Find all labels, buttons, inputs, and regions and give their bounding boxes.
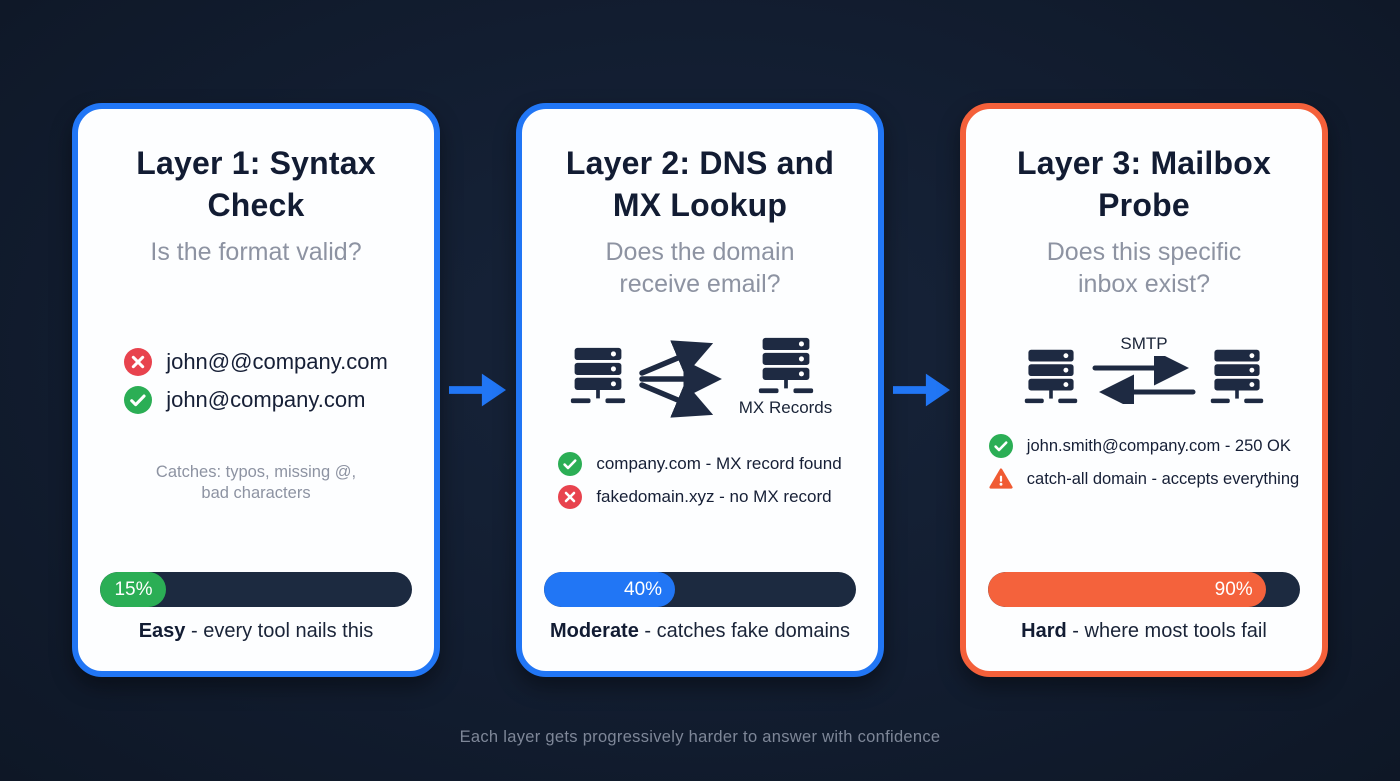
smtp-arrows-column: SMTP [1092, 334, 1196, 405]
smtp-arrows-icon [1092, 356, 1196, 405]
mx-records-label: MX Records [738, 398, 833, 418]
difficulty-word: Hard [1021, 620, 1067, 642]
catch-all-row: catch-all domain - accepts everything [989, 467, 1299, 491]
layer-1-subtitle: Is the format valid? [150, 238, 362, 267]
footer-caption: Each layer gets progressively harder to … [459, 728, 941, 746]
invalid-email-text: john@@company.com [166, 349, 388, 375]
layer-2-progress-fill: 40% [544, 572, 676, 607]
probe-results: john.smith@company.com - 250 OK catch-al… [988, 434, 1299, 491]
check-icon [988, 434, 1013, 459]
check-icon [558, 452, 583, 477]
mx-found-row: company.com - MX record found [558, 452, 842, 477]
connector-2 [884, 103, 960, 677]
mx-server-column: MX Records [738, 336, 833, 418]
layer-1-progress-label: 15% [114, 578, 153, 600]
right-arrow-icon [893, 373, 951, 407]
no-mx-row: fakedomain.xyz - no MX record [558, 485, 841, 510]
layer-2-progress-label: 40% [624, 578, 663, 600]
syntax-examples: john@@company.com john@company.com [124, 348, 388, 415]
layers-row: Layer 1: Syntax Check Is the format vali… [72, 103, 1328, 677]
server-icon [1210, 349, 1264, 404]
layer-2-title: Layer 2: DNS and MX Lookup [565, 145, 835, 223]
right-arrow-icon [449, 373, 507, 407]
difficulty-word: Easy [138, 620, 186, 642]
server-icon [570, 348, 625, 404]
valid-email-row: john@company.com [124, 386, 388, 415]
layer-1-card: Layer 1: Syntax Check Is the format vali… [72, 103, 440, 677]
server-icon [1024, 349, 1078, 404]
dns-lookup-diagram: MX Records [568, 336, 833, 422]
smtp-probe-diagram: SMTP [1022, 334, 1266, 405]
mx-found-text: company.com - MX record found [596, 454, 842, 474]
difficulty-rest: - catches fake domains [638, 620, 851, 642]
server-icon [758, 338, 813, 394]
smtp-label: SMTP [1120, 334, 1168, 354]
difficulty-word: Moderate [549, 620, 639, 642]
layer-3-progress-fill: 90% [988, 572, 1266, 607]
layer-3-subtitle: Does this specific inbox exist? [1046, 238, 1242, 299]
valid-email-text: john@company.com [166, 387, 366, 413]
invalid-email-row: john@@company.com [124, 348, 388, 377]
layer-1-progress-bar: 15% [100, 572, 412, 607]
dns-results: company.com - MX record found fakedomain… [558, 452, 842, 510]
check-icon [124, 386, 153, 415]
layer-2-progress-bar: 40% [544, 572, 856, 607]
difficulty-rest: - where most tools fail [1066, 620, 1267, 642]
catch-all-text: catch-all domain - accepts everything [1026, 469, 1300, 488]
layer-3-progress-label: 90% [1214, 578, 1253, 600]
no-mx-text: fakedomain.xyz - no MX record [596, 487, 832, 507]
cross-icon [124, 348, 153, 377]
layer-2-subtitle: Does the domain receive email? [605, 238, 795, 299]
layer-2-difficulty: Moderate - catches fake domains [550, 620, 850, 643]
warning-icon [989, 468, 1013, 489]
smtp-ok-text: john.smith@company.com - 250 OK [1026, 436, 1291, 455]
layer-3-title: Layer 3: Mailbox Probe [1017, 145, 1271, 223]
difficulty-rest: - every tool nails this [185, 620, 374, 642]
cross-icon [558, 485, 583, 510]
layer-3-progress-bar: 90% [988, 572, 1300, 607]
layer-2-card: Layer 2: DNS and MX Lookup Does the doma… [516, 103, 884, 677]
smtp-ok-row: john.smith@company.com - 250 OK [988, 434, 1299, 459]
layer-1-progress-fill: 15% [100, 572, 166, 607]
layer-1-title: Layer 1: Syntax Check [136, 145, 376, 223]
connector-1 [440, 103, 516, 677]
catches-note: Catches: typos, missing @, bad character… [155, 463, 357, 503]
layer-3-difficulty: Hard - where most tools fail [1021, 620, 1267, 643]
fan-arrows-icon [638, 340, 722, 418]
layer-3-card: Layer 3: Mailbox Probe Does this specifi… [960, 103, 1328, 677]
layer-1-difficulty: Easy - every tool nails this [139, 620, 374, 643]
